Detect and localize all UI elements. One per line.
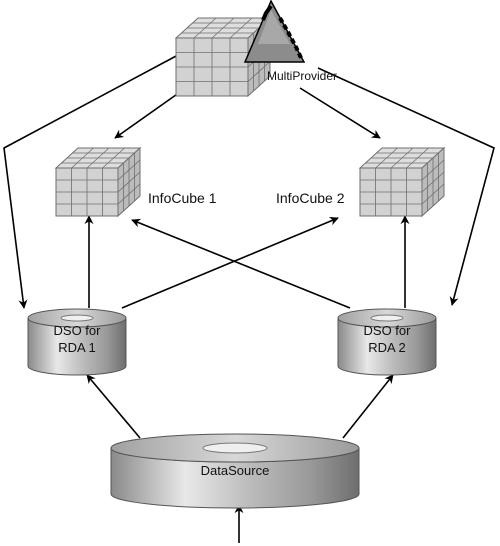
arrow-mp-to-dso1 bbox=[3, 54, 179, 309]
arrow-ds-to-dso2 bbox=[342, 374, 394, 439]
dso-rda-2-cylinder-icon bbox=[337, 308, 437, 376]
infocube-1-label: InfoCube 1 bbox=[148, 190, 217, 206]
arrow-dso2-to-cube1 bbox=[131, 218, 351, 309]
dso-rda-2-label-line1: DSO for bbox=[364, 323, 412, 338]
arrow-dso1-to-cube2 bbox=[121, 216, 339, 309]
multiprovider-triangle-icon bbox=[243, 0, 306, 63]
infocube-1-icon bbox=[54, 146, 142, 218]
dso-rda-1-label-line2: RDA 1 bbox=[58, 340, 96, 355]
dso-rda-1-label-line1: DSO for bbox=[54, 323, 102, 338]
arrow-mp-to-dso2 bbox=[317, 67, 495, 306]
arrows bbox=[3, 54, 495, 543]
infocube-2-label: InfoCube 2 bbox=[276, 190, 345, 206]
arrow-ds-to-dso1 bbox=[86, 374, 141, 439]
dso-rda-1-cylinder-icon bbox=[27, 308, 127, 376]
arrow-mp-to-cube2 bbox=[299, 87, 381, 139]
infocube-2-icon bbox=[358, 146, 446, 218]
multiprovider-label: MultiProvider bbox=[267, 69, 337, 83]
datasource-cylinder-icon bbox=[110, 433, 360, 509]
datasource-label: DataSource bbox=[201, 463, 270, 478]
dso-rda-2-label-line2: RDA 2 bbox=[368, 340, 406, 355]
